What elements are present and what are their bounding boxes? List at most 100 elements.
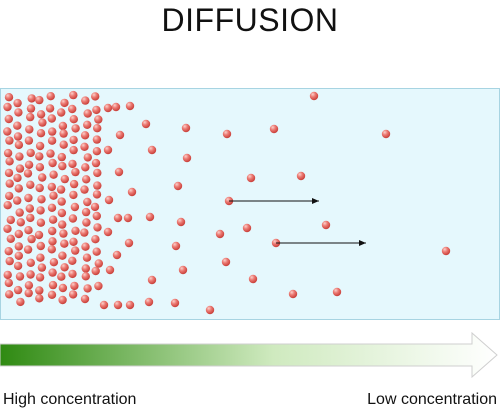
particle-icon bbox=[4, 93, 14, 102]
particle-icon bbox=[13, 261, 23, 271]
particle-icon bbox=[90, 202, 100, 212]
particle-icon bbox=[35, 294, 44, 303]
particle-icon bbox=[127, 187, 137, 197]
particle-icon bbox=[69, 135, 78, 145]
particle-icon bbox=[71, 124, 80, 133]
particle-icon bbox=[83, 120, 92, 129]
particle-icon bbox=[69, 190, 78, 200]
particle-icon bbox=[80, 131, 90, 140]
particle-icon bbox=[48, 280, 58, 290]
particle-icon bbox=[81, 96, 90, 105]
particle-icon bbox=[47, 136, 57, 145]
particle-icon bbox=[181, 123, 191, 133]
particle-icon bbox=[60, 263, 69, 272]
particle-icon bbox=[178, 265, 188, 275]
particle-icon bbox=[170, 298, 180, 308]
diagram-title: DIFFUSION bbox=[161, 2, 339, 38]
particle-icon bbox=[57, 197, 66, 206]
particle-icon bbox=[34, 230, 44, 240]
particle-icon bbox=[47, 114, 56, 123]
particle-icon bbox=[269, 124, 279, 134]
particle-icon bbox=[24, 226, 33, 235]
particle-icon bbox=[80, 142, 89, 151]
particle-icon bbox=[59, 129, 68, 138]
particle-icon bbox=[5, 256, 14, 266]
particle-icon bbox=[60, 98, 69, 108]
particle-icon bbox=[91, 92, 100, 101]
gradient-arrow-icon bbox=[0, 331, 498, 379]
particle-icon bbox=[115, 130, 125, 140]
particle-icon bbox=[92, 211, 102, 221]
particle-icon bbox=[14, 184, 23, 193]
particle-icon bbox=[35, 152, 44, 161]
particle-icon bbox=[24, 288, 33, 298]
particle-icon bbox=[91, 266, 100, 276]
particle-icon bbox=[46, 149, 55, 158]
particle-icon bbox=[3, 127, 12, 136]
particle-icon bbox=[4, 247, 13, 256]
particle-icon bbox=[58, 251, 67, 260]
particle-icon bbox=[93, 124, 102, 133]
particle-icon bbox=[81, 272, 91, 281]
particle-icon bbox=[93, 223, 102, 232]
particle-icon bbox=[3, 270, 12, 280]
particle-icon bbox=[71, 246, 80, 255]
particle-icon bbox=[14, 229, 23, 239]
particle-icon bbox=[59, 140, 68, 149]
particle-icon bbox=[71, 167, 80, 177]
particle-icon bbox=[69, 90, 78, 100]
particle-icon bbox=[14, 140, 24, 150]
particle-icon bbox=[26, 104, 36, 113]
particle-icon bbox=[35, 273, 45, 282]
particle-icon bbox=[105, 265, 115, 275]
particle-icon bbox=[37, 195, 46, 204]
particle-icon bbox=[145, 212, 155, 222]
particle-icon bbox=[68, 159, 77, 169]
particle-icon bbox=[288, 289, 298, 299]
particle-icon bbox=[5, 290, 14, 299]
particle-icon bbox=[81, 163, 90, 172]
particle-icon bbox=[81, 242, 90, 251]
particle-icon bbox=[27, 234, 36, 244]
particle-icon bbox=[14, 251, 23, 260]
particle-icon bbox=[103, 145, 113, 155]
particle-icon bbox=[92, 135, 102, 144]
particle-icon bbox=[69, 237, 78, 246]
particle-icon bbox=[57, 108, 66, 117]
particle-icon bbox=[441, 246, 451, 256]
particle-icon bbox=[215, 229, 225, 239]
particle-icon bbox=[111, 102, 121, 112]
particle-icon bbox=[58, 121, 68, 131]
particle-icon bbox=[47, 182, 56, 192]
particle-icon bbox=[83, 109, 92, 118]
particle-icon bbox=[113, 300, 123, 310]
particle-icon bbox=[47, 203, 57, 212]
particle-icon bbox=[81, 264, 91, 273]
particle-icon bbox=[58, 161, 67, 171]
particle-icon bbox=[182, 153, 192, 163]
particle-icon bbox=[112, 250, 122, 260]
particle-icon bbox=[144, 297, 154, 307]
particle-icon bbox=[3, 102, 12, 112]
particle-icon bbox=[35, 141, 45, 151]
particle-icon bbox=[3, 148, 13, 158]
particle-icon bbox=[147, 145, 157, 155]
particle-icon bbox=[14, 108, 23, 117]
particle-icon bbox=[69, 115, 79, 124]
particle-icon bbox=[92, 105, 101, 115]
particle-icon bbox=[24, 160, 34, 169]
particle-icon bbox=[13, 285, 23, 295]
particle-icon bbox=[83, 284, 92, 293]
particle-icon bbox=[47, 290, 57, 299]
particle-icon bbox=[104, 195, 114, 205]
particle-icon bbox=[26, 180, 35, 189]
particle-icon bbox=[80, 228, 89, 237]
particle-icon bbox=[49, 258, 59, 267]
particle-icon bbox=[27, 94, 36, 103]
particle-icon bbox=[57, 272, 66, 281]
particle-icon bbox=[332, 287, 342, 297]
particle-icon bbox=[296, 171, 306, 181]
particle-icon bbox=[14, 242, 23, 251]
particle-icon bbox=[59, 229, 68, 238]
particle-icon bbox=[103, 227, 113, 237]
